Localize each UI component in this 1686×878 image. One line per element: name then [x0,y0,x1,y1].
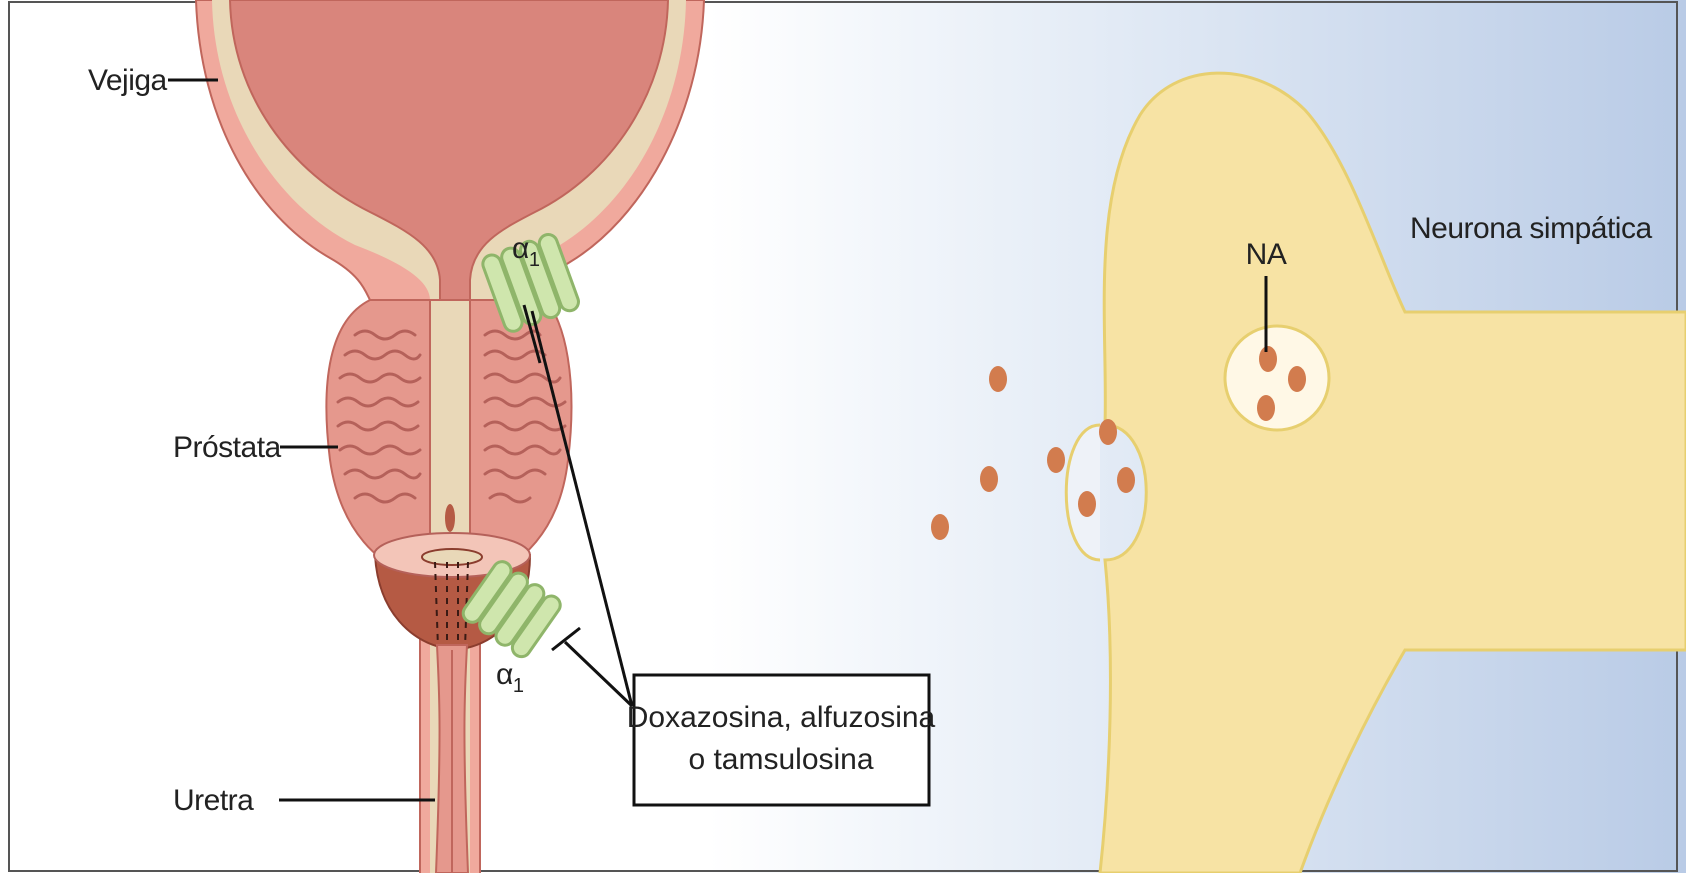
drug-box: Doxazosina, alfuzosina o tamsulosina [627,675,936,805]
label-prostata: Próstata [173,431,282,464]
drug-box-line1: Doxazosina, alfuzosina [627,701,936,734]
label-vejiga: Vejiga [88,64,168,97]
label-uretra: Uretra [173,784,254,817]
label-na: NA [1246,238,1287,271]
drug-box-line2: o tamsulosina [688,743,873,776]
urethra-tube [436,645,468,873]
synaptic-vesicle [1225,326,1329,430]
label-neurona: Neurona simpática [1410,212,1652,245]
